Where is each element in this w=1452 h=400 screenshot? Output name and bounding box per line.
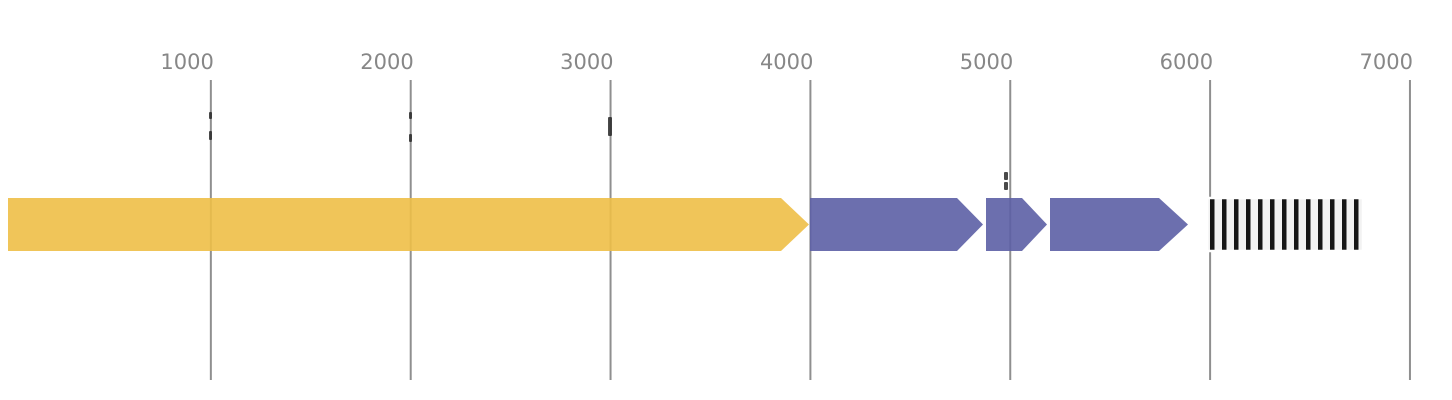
hatched-feature: [1205, 196, 1365, 253]
axis-tick-label-6000: 6000: [1160, 50, 1213, 74]
gridline-mark: [409, 134, 412, 142]
axis-tick-label-2000: 2000: [360, 50, 413, 74]
gridline-mark: [409, 112, 412, 119]
gridline-mark: [1004, 182, 1008, 190]
gridline-mark: [209, 131, 212, 140]
gridline-mark: [209, 112, 212, 119]
axis-tick-label-1000: 1000: [160, 50, 213, 74]
gene-arrow-2: [810, 198, 983, 251]
axis-tick-label-5000: 5000: [960, 50, 1013, 74]
gene-arrow-1: [8, 198, 809, 251]
gridline-mark: [608, 117, 612, 136]
gene-arrow-3: [986, 198, 1047, 251]
gridline-mark: [1004, 172, 1008, 180]
axis-tick-label-7000: 7000: [1359, 50, 1412, 74]
axis-tick-label-4000: 4000: [760, 50, 813, 74]
axis-tick-label-3000: 3000: [560, 50, 613, 74]
gene-arrow-4: [1050, 198, 1188, 251]
